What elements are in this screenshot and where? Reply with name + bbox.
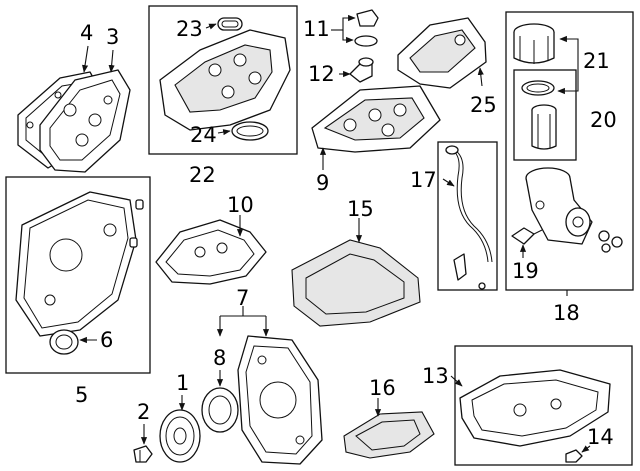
sensor-11 — [354, 9, 379, 47]
oil-baffle-15 — [291, 239, 421, 327]
callout-3: 3 — [106, 25, 119, 49]
callout-5: 5 — [75, 383, 88, 407]
intake-manifold — [159, 29, 291, 131]
group-box-17 — [437, 141, 498, 291]
callout-1: 1 — [176, 371, 189, 395]
oil-filter-cap-21 — [513, 23, 555, 64]
oil-pressure-sensor-19 — [511, 227, 543, 245]
group-box-20 — [513, 69, 577, 161]
callout-14: 14 — [587, 425, 614, 449]
callout-16: 16 — [369, 376, 396, 400]
callout-4: 4 — [80, 21, 93, 45]
callout-17: 17 — [410, 168, 437, 192]
callout-19: 19 — [512, 259, 539, 283]
oil-pan-13 — [459, 369, 611, 447]
oil-filter-element-20 — [531, 104, 557, 150]
callout-21: 21 — [583, 49, 610, 73]
callout-22: 22 — [189, 163, 216, 187]
valve-cover-gasket-3 — [39, 69, 131, 173]
front-seal-6 — [49, 329, 79, 355]
valve-cover-gasket-10 — [155, 219, 267, 285]
callout-25: 25 — [470, 93, 497, 117]
callout-6: 6 — [100, 328, 113, 352]
group-box-18 — [505, 11, 634, 291]
oil-filter-housing — [525, 167, 593, 245]
callout-8: 8 — [213, 346, 226, 370]
callout-13: 13 — [422, 364, 449, 388]
drain-plug-14 — [565, 449, 583, 463]
callout-9: 9 — [316, 171, 329, 195]
callout-24: 24 — [190, 123, 217, 147]
group-box-13 — [454, 345, 633, 466]
pulley-bolt-2 — [133, 445, 153, 463]
callout-11: 11 — [303, 17, 330, 41]
throttle-seal-24 — [231, 121, 269, 141]
callout-2: 2 — [137, 400, 150, 424]
crank-pulley-1 — [159, 409, 201, 463]
callout-15: 15 — [347, 197, 374, 221]
housing-seals — [598, 230, 623, 253]
sensor-12 — [349, 57, 374, 83]
dipstick-17 — [445, 145, 493, 290]
callout-12: 12 — [308, 62, 335, 86]
crank-seal-8 — [201, 387, 239, 433]
timing-cover-5 — [15, 191, 137, 337]
front-timing-cover-7 — [237, 335, 323, 465]
callout-23: 23 — [176, 17, 203, 41]
upper-cover-25 — [397, 17, 487, 89]
group-box-5 — [5, 176, 151, 374]
cylinder-head-9 — [311, 85, 441, 153]
callout-20: 20 — [590, 108, 617, 132]
skid-plate-16 — [343, 411, 435, 459]
callout-10: 10 — [227, 193, 254, 217]
dowels — [129, 199, 144, 248]
oil-filter-seal — [521, 80, 555, 96]
group-box-22 — [148, 5, 298, 155]
manifold-gasket-23 — [217, 17, 243, 31]
callout-18: 18 — [553, 301, 580, 325]
callout-7: 7 — [236, 286, 249, 310]
